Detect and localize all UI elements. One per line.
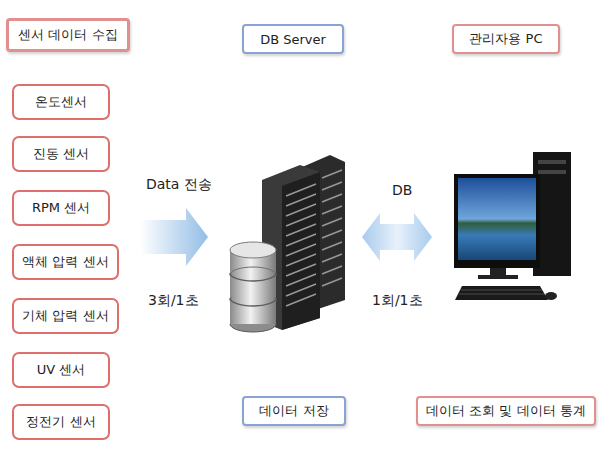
- sensor-box: 액체 압력 센서: [12, 244, 119, 280]
- box-text: RPM 센서: [32, 199, 90, 217]
- box-text: 진동 센서: [33, 145, 89, 163]
- sensor-box: UV 센서: [12, 352, 110, 388]
- pc-illustration: [454, 152, 571, 300]
- box-text: 온도센서: [35, 93, 87, 111]
- server-header: DB Server: [242, 24, 344, 54]
- arrow-label: Data 전송: [146, 176, 212, 194]
- transfer-arrow: [140, 208, 208, 266]
- pc-header: 관리자용 PC: [452, 24, 560, 54]
- box-text: 액체 압력 센서: [22, 253, 108, 271]
- box-text: 센서 데이터 수집: [18, 26, 117, 44]
- sensor-box: 진동 센서: [12, 136, 110, 172]
- box-text: UV 센서: [37, 361, 86, 379]
- box-text: 기체 압력 센서: [22, 307, 108, 325]
- database-cylinder: [230, 242, 276, 332]
- sync-arrow: [362, 213, 432, 261]
- sensor-box: RPM 센서: [12, 190, 110, 226]
- box-text: 관리자용 PC: [469, 30, 542, 48]
- box-text: 데이터 조회 및 데이터 통계: [426, 402, 586, 420]
- sensor-box: 정전기 센서: [12, 404, 110, 440]
- arrow-label: 1회/1초: [372, 292, 423, 310]
- group-header: 센서 데이터 수집: [6, 18, 130, 52]
- sensor-box: 온도센서: [12, 84, 110, 120]
- storage-box: 데이터 저장: [242, 396, 346, 426]
- box-text: 데이터 저장: [259, 402, 328, 420]
- arrow-label: DB: [392, 182, 412, 198]
- box-text: 정전기 센서: [26, 413, 95, 431]
- query-box: 데이터 조회 및 데이터 통계: [416, 396, 596, 426]
- arrow-label: 3회/1초: [148, 292, 199, 310]
- sensor-box: 기체 압력 센서: [12, 298, 119, 334]
- box-text: DB Server: [260, 32, 326, 47]
